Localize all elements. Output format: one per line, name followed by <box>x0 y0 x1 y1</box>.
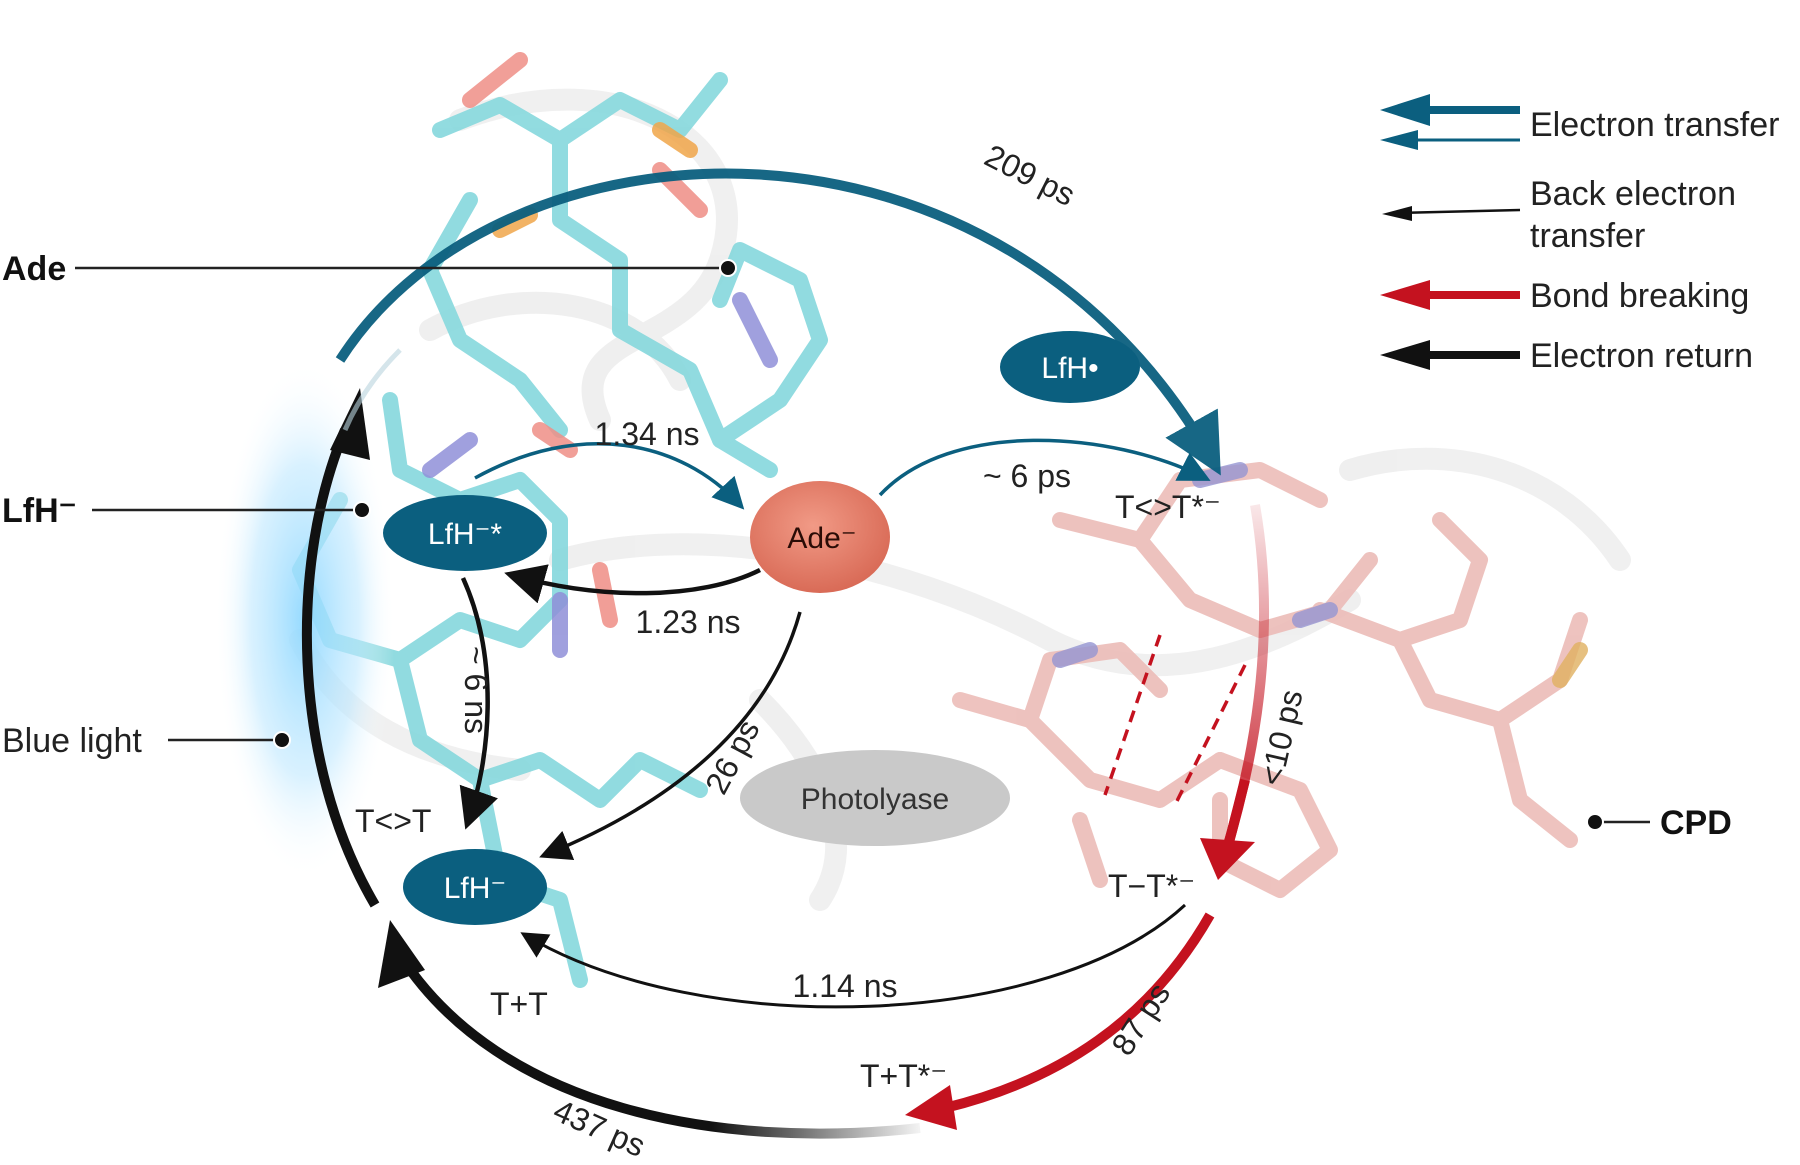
legend-label-back-electron-transfer-text: Back electron <box>1530 175 1736 213</box>
node-lfh-minus <box>403 849 547 925</box>
legend-item-back-electron-transfer: Back electron transfer <box>1382 175 1745 255</box>
arc-bond-breaking-10ps-arrowhead <box>1200 838 1255 880</box>
species-t-plus-t-radical: T+T*⁻ <box>860 1058 947 1094</box>
arrow-6ns <box>459 577 498 830</box>
leader-lines <box>75 266 1650 824</box>
arc-electron-transfer-209ps <box>335 168 1221 476</box>
legend-item-electron-return: Electron return <box>1380 337 1753 375</box>
node-lfh-minus-label: LfH⁻ <box>444 872 507 905</box>
label-ade: Ade <box>2 250 66 288</box>
legend: Electron transfer Back electron transfer… <box>1380 94 1779 375</box>
species-t-bond: T−T*⁻ <box>1108 868 1195 904</box>
node-photolyase-label: Photolyase <box>801 783 949 816</box>
arc-electron-return-437ps-arrowhead <box>378 920 425 988</box>
node-lfh-star-label: LfH⁻* <box>428 518 503 551</box>
legend-item-bond-breaking: Bond breaking <box>1380 277 1749 315</box>
arc-bond-breaking-10ps <box>1220 504 1269 857</box>
node-lfh-radical <box>1000 331 1140 403</box>
species-t-plus-t: T+T <box>490 986 548 1022</box>
arrow-1-23ns <box>504 564 762 604</box>
node-ade-minus-label: Ade⁻ <box>787 522 856 555</box>
arrow-26ps <box>539 611 802 861</box>
rate-87ps: 87 ps <box>1104 976 1177 1061</box>
arrow-6ps-to-dimer <box>878 438 1211 497</box>
label-cpd: CPD <box>1660 804 1732 842</box>
legend-label-back-electron-transfer-line2: transfer <box>1530 217 1645 255</box>
legend-label-bond-breaking: Bond breaking <box>1530 277 1749 315</box>
rate-1-14ns: 1.14 ns <box>793 968 898 1004</box>
leader-dots <box>273 259 1604 831</box>
label-lfh-minus: LfH⁻ <box>2 492 77 530</box>
legend-label-back-electron-transfer: Back electron transfer <box>1530 175 1745 255</box>
arc-fade-left-top <box>342 348 402 431</box>
cpd-dashed-bonds <box>1103 634 1247 806</box>
arrow-1-14ns <box>520 903 1187 1009</box>
arrow-1-34ns <box>474 442 745 510</box>
rate-1-34ns: 1.34 ns <box>595 416 700 452</box>
rate-1-23ns: 1.23 ns <box>636 604 741 640</box>
cpd-molecule <box>952 462 1588 898</box>
species-t-dimer-left: T<>T <box>355 803 431 839</box>
arc-electron-return-437ps <box>395 952 921 1139</box>
node-lfh-radical-label: LfH• <box>1041 352 1098 385</box>
legend-label-electron-return: Electron return <box>1530 337 1753 375</box>
arc-bond-breaking-87ps-arrowhead <box>905 1085 957 1130</box>
node-ade-minus <box>750 481 890 593</box>
node-photolyase <box>740 750 1010 846</box>
rate-6ns: ~ 6 ns <box>458 646 494 734</box>
rate-6ps: ~ 6 ps <box>983 458 1071 494</box>
species-t-dimer-top: T<>T*⁻ <box>1115 489 1221 525</box>
legend-item-electron-transfer: Electron transfer <box>1380 94 1779 150</box>
label-blue-light: Blue light <box>2 722 142 760</box>
rate-209ps: 209 ps <box>979 137 1081 213</box>
legend-label-electron-transfer: Electron transfer <box>1530 106 1779 144</box>
arc-electron-return-left <box>301 428 380 908</box>
node-lfh-star <box>383 495 547 571</box>
arc-bond-breaking-87ps <box>943 912 1215 1113</box>
